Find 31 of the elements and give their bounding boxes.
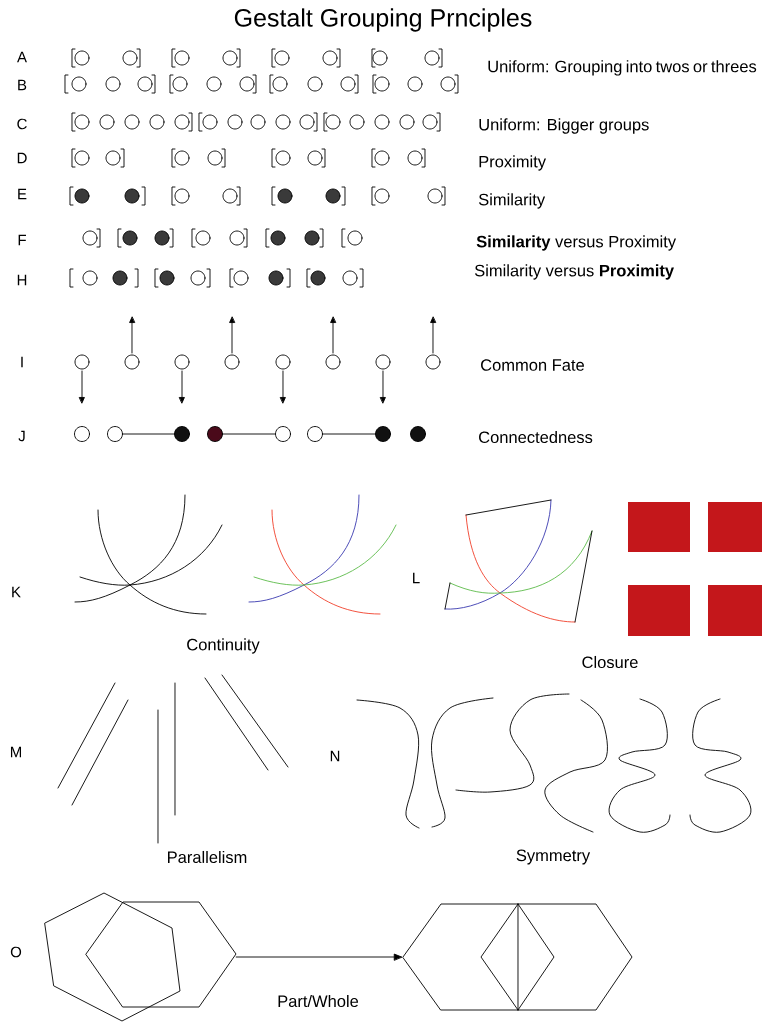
principle-label: Similarity — [478, 193, 546, 209]
principle-label: Parallelism — [168, 850, 247, 864]
principle-label: Part/Whole — [278, 994, 359, 1008]
row-letter: C — [17, 118, 27, 130]
principle-label: Proximity — [479, 155, 546, 171]
picture — [402, 903, 633, 1011]
row-letter: M — [11, 746, 21, 758]
principle-label: Continuity — [187, 638, 260, 654]
principle-label: Common Fate — [481, 359, 584, 371]
arrow — [235, 953, 402, 961]
principle-label: Uniform: Bigger groups — [479, 118, 649, 134]
row-letter: J — [18, 430, 25, 442]
row-letter: I — [21, 356, 23, 368]
row-letter: L — [413, 572, 420, 584]
principle-label: Similarity versus Proximity — [476, 235, 677, 251]
row-letter: B — [18, 79, 27, 91]
row-letter: E — [18, 188, 27, 200]
picture — [44, 892, 237, 1022]
row-letter: A — [17, 51, 27, 63]
row-letter: O — [10, 946, 22, 958]
row-letter: H — [17, 274, 27, 286]
principle-label: Connectedness — [479, 430, 593, 444]
row-letter: K — [12, 586, 21, 598]
principle-label: Uniform: Grouping into twos or threes — [488, 60, 757, 76]
principle-label: Closure — [582, 655, 638, 669]
row-letter: N — [330, 750, 340, 762]
principle-label: Symmetry — [516, 849, 591, 865]
row-letter: F — [18, 234, 26, 246]
row-letter: D — [17, 152, 27, 164]
title: Gestalt Grouping Prnciples — [234, 8, 532, 32]
principle-label: Similarity versus Proximity — [474, 264, 674, 280]
